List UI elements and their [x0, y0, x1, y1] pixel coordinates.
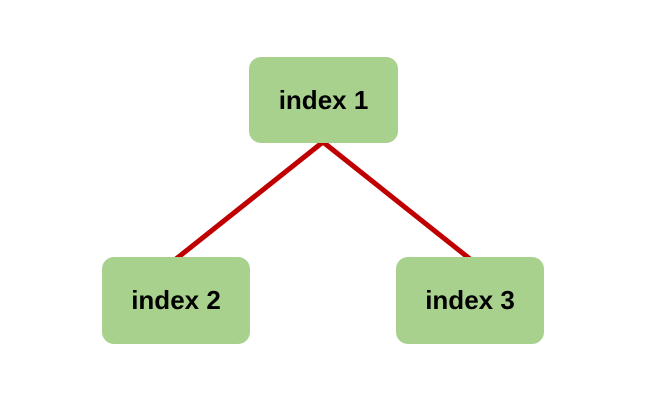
node-index-1: index 1 — [249, 57, 398, 143]
node-index-3: index 3 — [396, 257, 544, 344]
node-label: index 1 — [278, 84, 369, 115]
node-label: index 2 — [131, 285, 221, 315]
node-index-2: index 2 — [102, 257, 250, 344]
node-label: index 3 — [425, 285, 515, 315]
edge-1-3 — [321, 140, 472, 261]
edge-1-2 — [174, 140, 325, 261]
